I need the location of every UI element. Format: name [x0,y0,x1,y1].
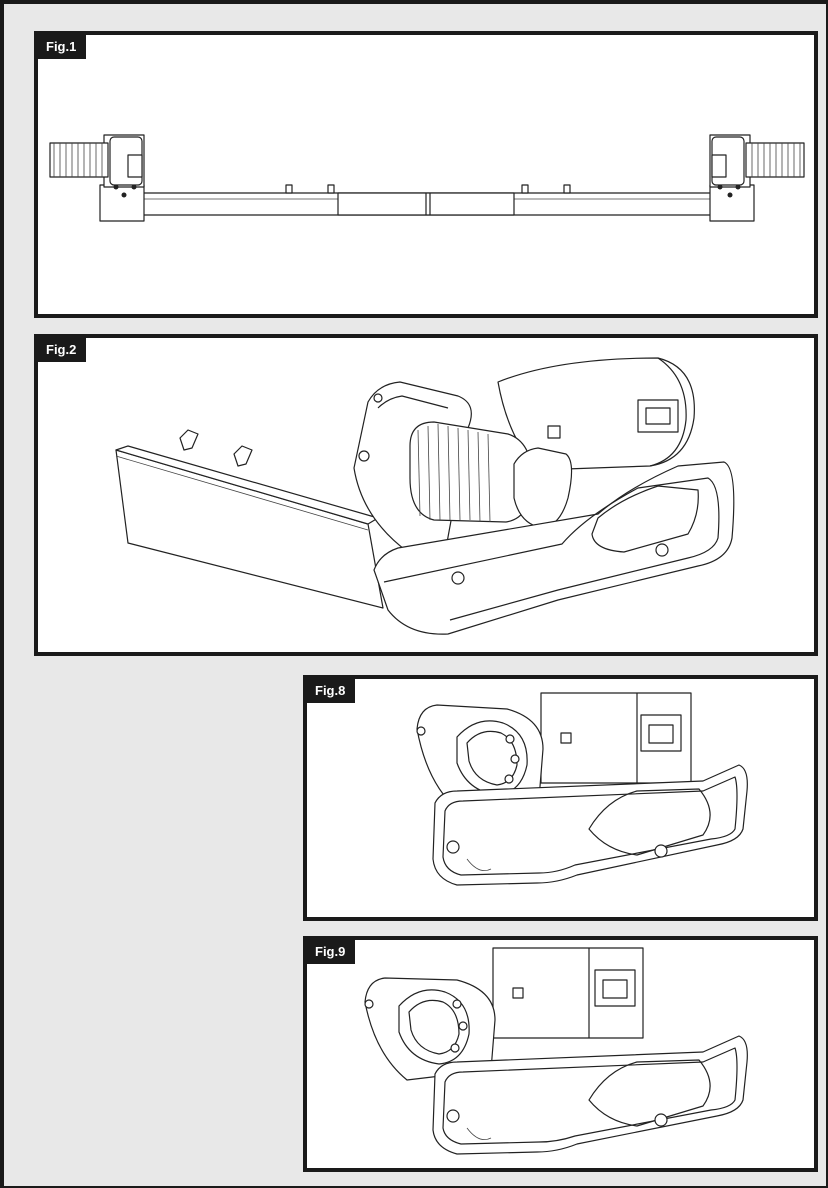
figure-8-drawing [416,692,748,886]
figure-8-label: Fig.8 [307,679,356,703]
figure-1-drawing [49,134,805,222]
figure-2-panel: Fig.2 [34,334,818,656]
figure-9-label: Fig.9 [307,940,356,964]
figure-2-label: Fig.2 [38,338,87,362]
figure-8-panel: Fig.8 [303,675,818,921]
figure-9-drawing [364,947,748,1155]
figure-1-panel: Fig.1 [34,31,818,318]
figure-9-panel: Fig.9 [303,936,818,1172]
figure-2-drawing [115,357,735,635]
figure-1-label: Fig.1 [38,35,87,59]
